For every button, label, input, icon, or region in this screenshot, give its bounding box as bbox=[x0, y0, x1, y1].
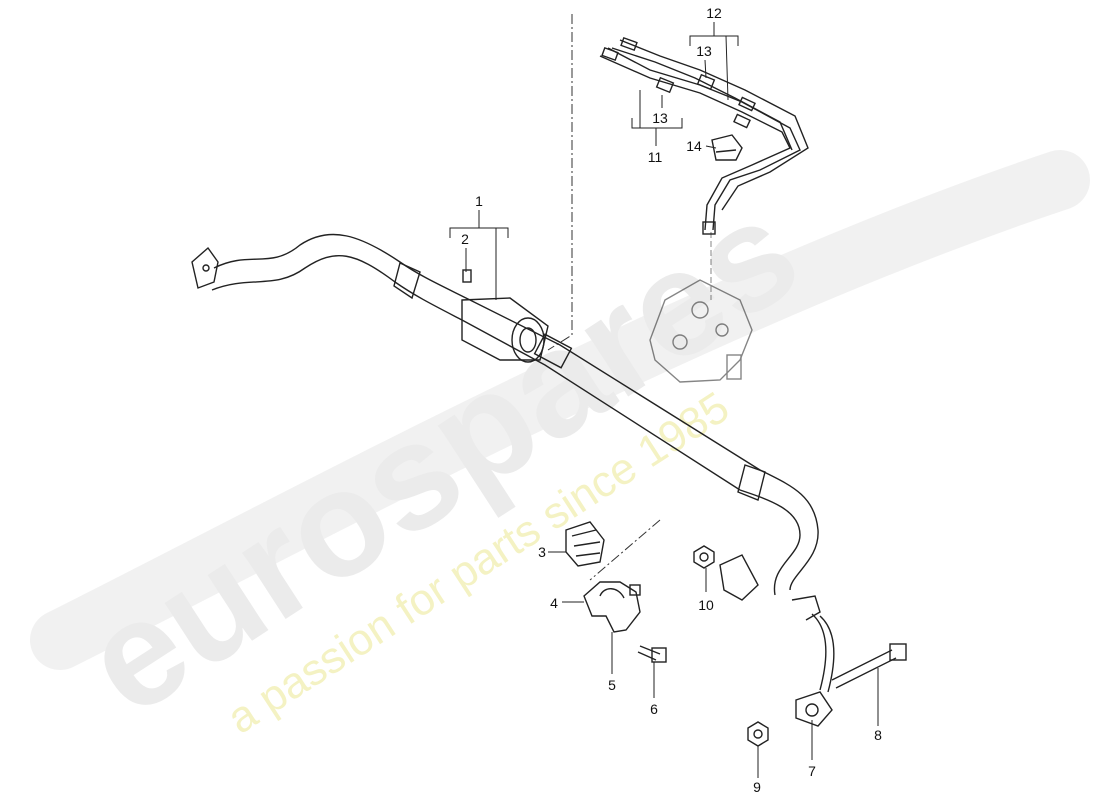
callout-12: 12 bbox=[706, 5, 722, 21]
nut-9 bbox=[747, 721, 769, 747]
line-holder-clip bbox=[711, 134, 743, 161]
line-fitting-mid bbox=[738, 96, 756, 112]
line-fitting-bottom bbox=[702, 221, 716, 235]
watermark-swoosh bbox=[30, 150, 1090, 670]
valve-block bbox=[649, 232, 753, 383]
watermark: eurospares a passion for parts since 198… bbox=[30, 150, 1090, 747]
reference-lines bbox=[547, 14, 661, 581]
bar-sleeve-right bbox=[737, 464, 766, 501]
callout-5: 5 bbox=[608, 677, 616, 693]
line-sleeve-12 bbox=[696, 73, 716, 91]
right-end-eye bbox=[719, 554, 759, 601]
reference-line-valve bbox=[547, 14, 573, 351]
callout-3: 3 bbox=[538, 544, 546, 560]
bleed-screw bbox=[462, 269, 472, 283]
callout-labels: 1 2 3 4 5 6 7 8 9 10 11 12 13 13 14 bbox=[461, 5, 882, 795]
callout-10: 10 bbox=[698, 597, 714, 613]
nut-10 bbox=[693, 545, 715, 569]
reference-line-bushing bbox=[589, 519, 661, 581]
callout-1: 1 bbox=[475, 193, 483, 209]
left-mount-hole bbox=[202, 264, 210, 272]
callout-leaders bbox=[449, 22, 879, 778]
clamp-bracket bbox=[583, 581, 641, 633]
callout-7: 7 bbox=[808, 763, 816, 779]
callout-13-upper: 13 bbox=[696, 43, 712, 59]
line-fitting-mid-2 bbox=[733, 113, 751, 129]
line-sleeve-11 bbox=[655, 76, 675, 94]
long-bolt bbox=[831, 643, 907, 689]
callout-6: 6 bbox=[650, 701, 658, 717]
bracket-bolt bbox=[637, 645, 667, 663]
stabilizer-actuator bbox=[461, 297, 573, 369]
bar-sleeve-left bbox=[393, 262, 421, 300]
callout-2: 2 bbox=[461, 231, 469, 247]
coupling-link bbox=[791, 595, 835, 727]
callout-13-lower: 13 bbox=[652, 110, 668, 126]
callout-14: 14 bbox=[686, 138, 702, 154]
callout-11: 11 bbox=[648, 149, 663, 165]
callout-8: 8 bbox=[874, 727, 882, 743]
rubber-bushing bbox=[565, 521, 605, 567]
watermark-brand: eurospares bbox=[56, 165, 826, 746]
stabilizer-bar bbox=[191, 233, 819, 601]
line-fitting-top bbox=[620, 36, 638, 52]
callout-4: 4 bbox=[550, 595, 558, 611]
line-fitting-top-2 bbox=[601, 46, 619, 62]
callout-9: 9 bbox=[753, 779, 761, 795]
left-end-mount bbox=[191, 246, 219, 289]
hydraulic-lines bbox=[599, 36, 809, 235]
